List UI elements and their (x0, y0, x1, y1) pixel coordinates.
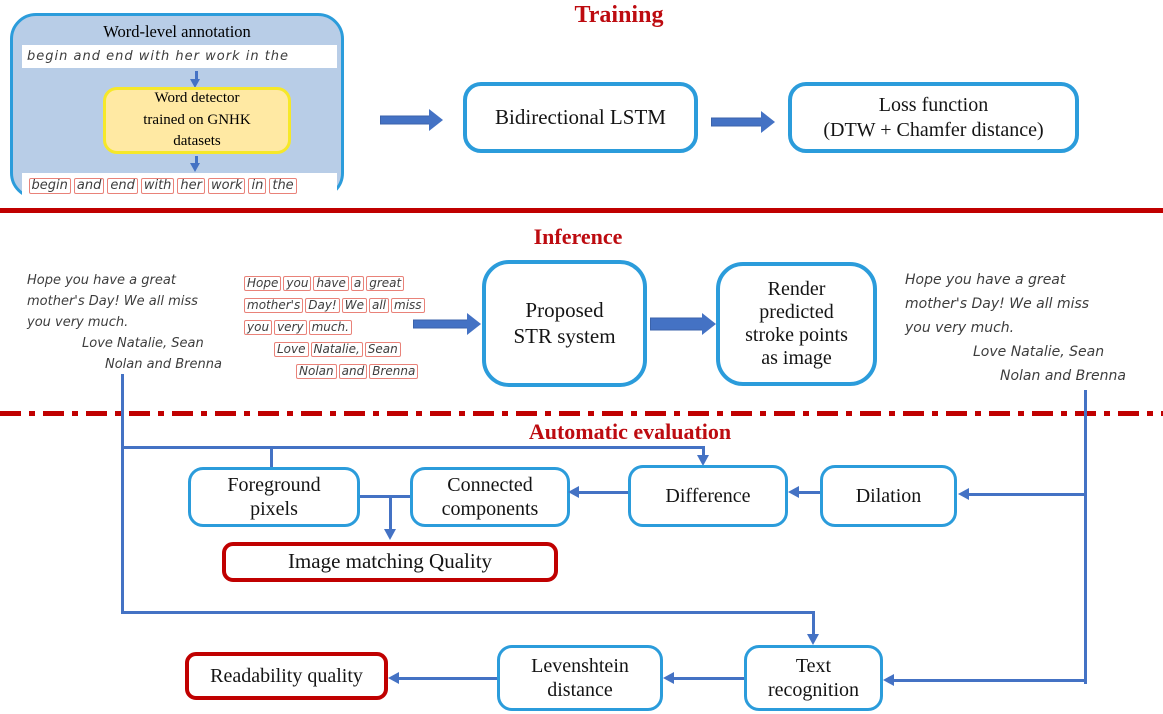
left-arrowhead-icon (663, 672, 674, 684)
text-recognition-elbow-line (812, 611, 815, 636)
bottom-branch-line (121, 611, 815, 614)
loss-function-box: Loss function (DTW + Chamfer distance) (788, 82, 1079, 153)
annotation-panel-title: Word-level annotation (103, 22, 251, 41)
dilation-box: Dilation (820, 465, 957, 527)
right-drop-line (1084, 390, 1087, 684)
down-arrowhead-icon (384, 529, 396, 540)
block-arrow-icon (380, 108, 443, 132)
down-arrowhead-icon (807, 634, 819, 645)
render-stroke-box: Render predicted stroke points as image (716, 262, 877, 386)
left-arrowhead-icon (388, 672, 399, 684)
training-section-title: Training (574, 2, 664, 28)
right-to-text-recognition-line (893, 679, 1084, 682)
levenshtein-distance-box: Levenshtein distance (497, 645, 663, 711)
image-matching-quality-box: Image matching Quality (222, 542, 558, 582)
right-to-dilation-line (968, 493, 1084, 496)
left-arrowhead-icon (958, 488, 969, 500)
image-matching-drop-line (389, 495, 392, 531)
down-arrow-icon (190, 79, 200, 88)
foreground-drop-line (270, 446, 273, 467)
left-drop-line (121, 374, 124, 614)
foreground-pixels-box: Foreground pixels (188, 467, 360, 527)
inference-evaluation-divider (0, 411, 1163, 416)
difference-box: Difference (628, 465, 788, 527)
difference-elbow-line (702, 446, 705, 457)
text-recognition-to-levenshtein-line (673, 677, 744, 680)
difference-to-connected-line (578, 491, 628, 494)
readability-quality-box: Readability quality (185, 652, 388, 700)
panel-connector-line (195, 71, 198, 81)
inference-section-title: Inference (533, 224, 623, 249)
evaluation-section-title: Automatic evaluation (528, 419, 732, 444)
connected-components-box: Connected components (410, 467, 570, 527)
text-recognition-box: Text recognition (744, 645, 883, 711)
panel-connector-line (195, 156, 198, 165)
word-detector-box: Word detector trained on GNHK datasets (103, 87, 291, 154)
left-arrowhead-icon (568, 486, 579, 498)
block-arrow-icon (650, 310, 716, 338)
block-arrow-icon (711, 110, 775, 134)
handwriting-sample-strip: begin and end with her work in the (22, 45, 337, 68)
word-annotation-panel: Word-level annotation begin and end with… (10, 13, 344, 199)
block-arrow-icon (413, 311, 481, 337)
down-arrow-icon (190, 163, 200, 172)
handwriting-sample-text: begin and end with her work in the (27, 49, 290, 64)
proposed-str-box: Proposed STR system (482, 260, 647, 387)
top-branch-line (121, 446, 705, 449)
down-arrowhead-icon (697, 455, 709, 466)
training-inference-divider (0, 208, 1163, 213)
left-arrowhead-icon (788, 486, 799, 498)
foreground-connected-line (360, 495, 410, 498)
left-arrowhead-icon (883, 674, 894, 686)
dilation-to-difference-line (798, 491, 820, 494)
bidirectional-lstm-box: Bidirectional LSTM (463, 82, 698, 153)
levenshtein-to-readability-line (398, 677, 497, 680)
